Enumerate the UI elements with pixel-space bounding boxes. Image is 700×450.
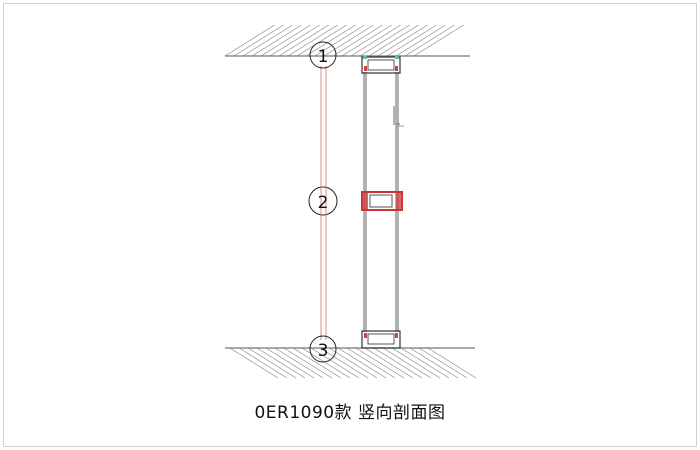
hatch-line bbox=[242, 24, 293, 57]
hatch-line bbox=[395, 24, 446, 57]
hatch-line bbox=[413, 24, 464, 57]
marker-1: 1 bbox=[309, 41, 337, 69]
hatch-line bbox=[377, 24, 428, 57]
bottom-profile bbox=[361, 330, 401, 349]
hatch-line bbox=[382, 347, 432, 379]
hatch-line bbox=[296, 24, 347, 57]
hatch-line bbox=[373, 347, 423, 379]
hatch-line bbox=[328, 347, 378, 379]
hatch-line bbox=[224, 24, 275, 57]
hatch-line bbox=[319, 347, 369, 379]
hatch-line bbox=[323, 24, 374, 57]
hatch-line bbox=[346, 347, 396, 379]
hatch-line bbox=[251, 24, 302, 57]
drawing-title: 0ER1090款 竖向剖面图 bbox=[254, 403, 446, 423]
top-profile bbox=[361, 56, 401, 74]
hatch-line bbox=[265, 347, 315, 379]
hatch-line bbox=[247, 347, 297, 379]
marker-label: 3 bbox=[318, 341, 329, 361]
hatch-line bbox=[332, 24, 383, 57]
hatch-line bbox=[256, 347, 306, 379]
hatch-line bbox=[359, 24, 410, 57]
hatch-line bbox=[400, 347, 450, 379]
hatch-line bbox=[274, 347, 324, 379]
hatch-line bbox=[391, 347, 441, 379]
hatch-line bbox=[292, 347, 342, 379]
hatch-line bbox=[305, 24, 356, 57]
marker-3: 3 bbox=[309, 335, 337, 363]
hatch-line bbox=[404, 24, 455, 57]
hatch-line bbox=[233, 24, 284, 57]
hatch-line bbox=[418, 347, 468, 379]
hatch-line bbox=[238, 347, 288, 379]
marker-label: 1 bbox=[318, 47, 329, 67]
floor-hatch bbox=[229, 347, 477, 379]
middle-transom bbox=[361, 191, 403, 211]
hatch-line bbox=[368, 24, 419, 57]
hatch-line bbox=[278, 24, 329, 57]
hatch-line bbox=[427, 347, 477, 379]
hatch-line bbox=[409, 347, 459, 379]
hatch-line bbox=[229, 347, 279, 379]
hatch-line bbox=[364, 347, 414, 379]
hatch-line bbox=[355, 347, 405, 379]
hatch-line bbox=[269, 24, 320, 57]
hatch-line bbox=[283, 347, 333, 379]
marker-2: 2 bbox=[308, 186, 338, 216]
hatch-line bbox=[301, 347, 351, 379]
hatch-line bbox=[287, 24, 338, 57]
hatch-line bbox=[310, 347, 360, 379]
svg-text:5mm: 5mm bbox=[398, 124, 405, 128]
hatch-line bbox=[314, 24, 365, 57]
hatch-line bbox=[350, 24, 401, 57]
ceiling-hatch bbox=[224, 24, 464, 57]
hatch-line bbox=[337, 347, 387, 379]
hatch-line bbox=[386, 24, 437, 57]
marker-label: 2 bbox=[318, 193, 329, 213]
frame bbox=[3, 3, 697, 447]
hatch-line bbox=[341, 24, 392, 57]
hatch-line bbox=[260, 24, 311, 57]
